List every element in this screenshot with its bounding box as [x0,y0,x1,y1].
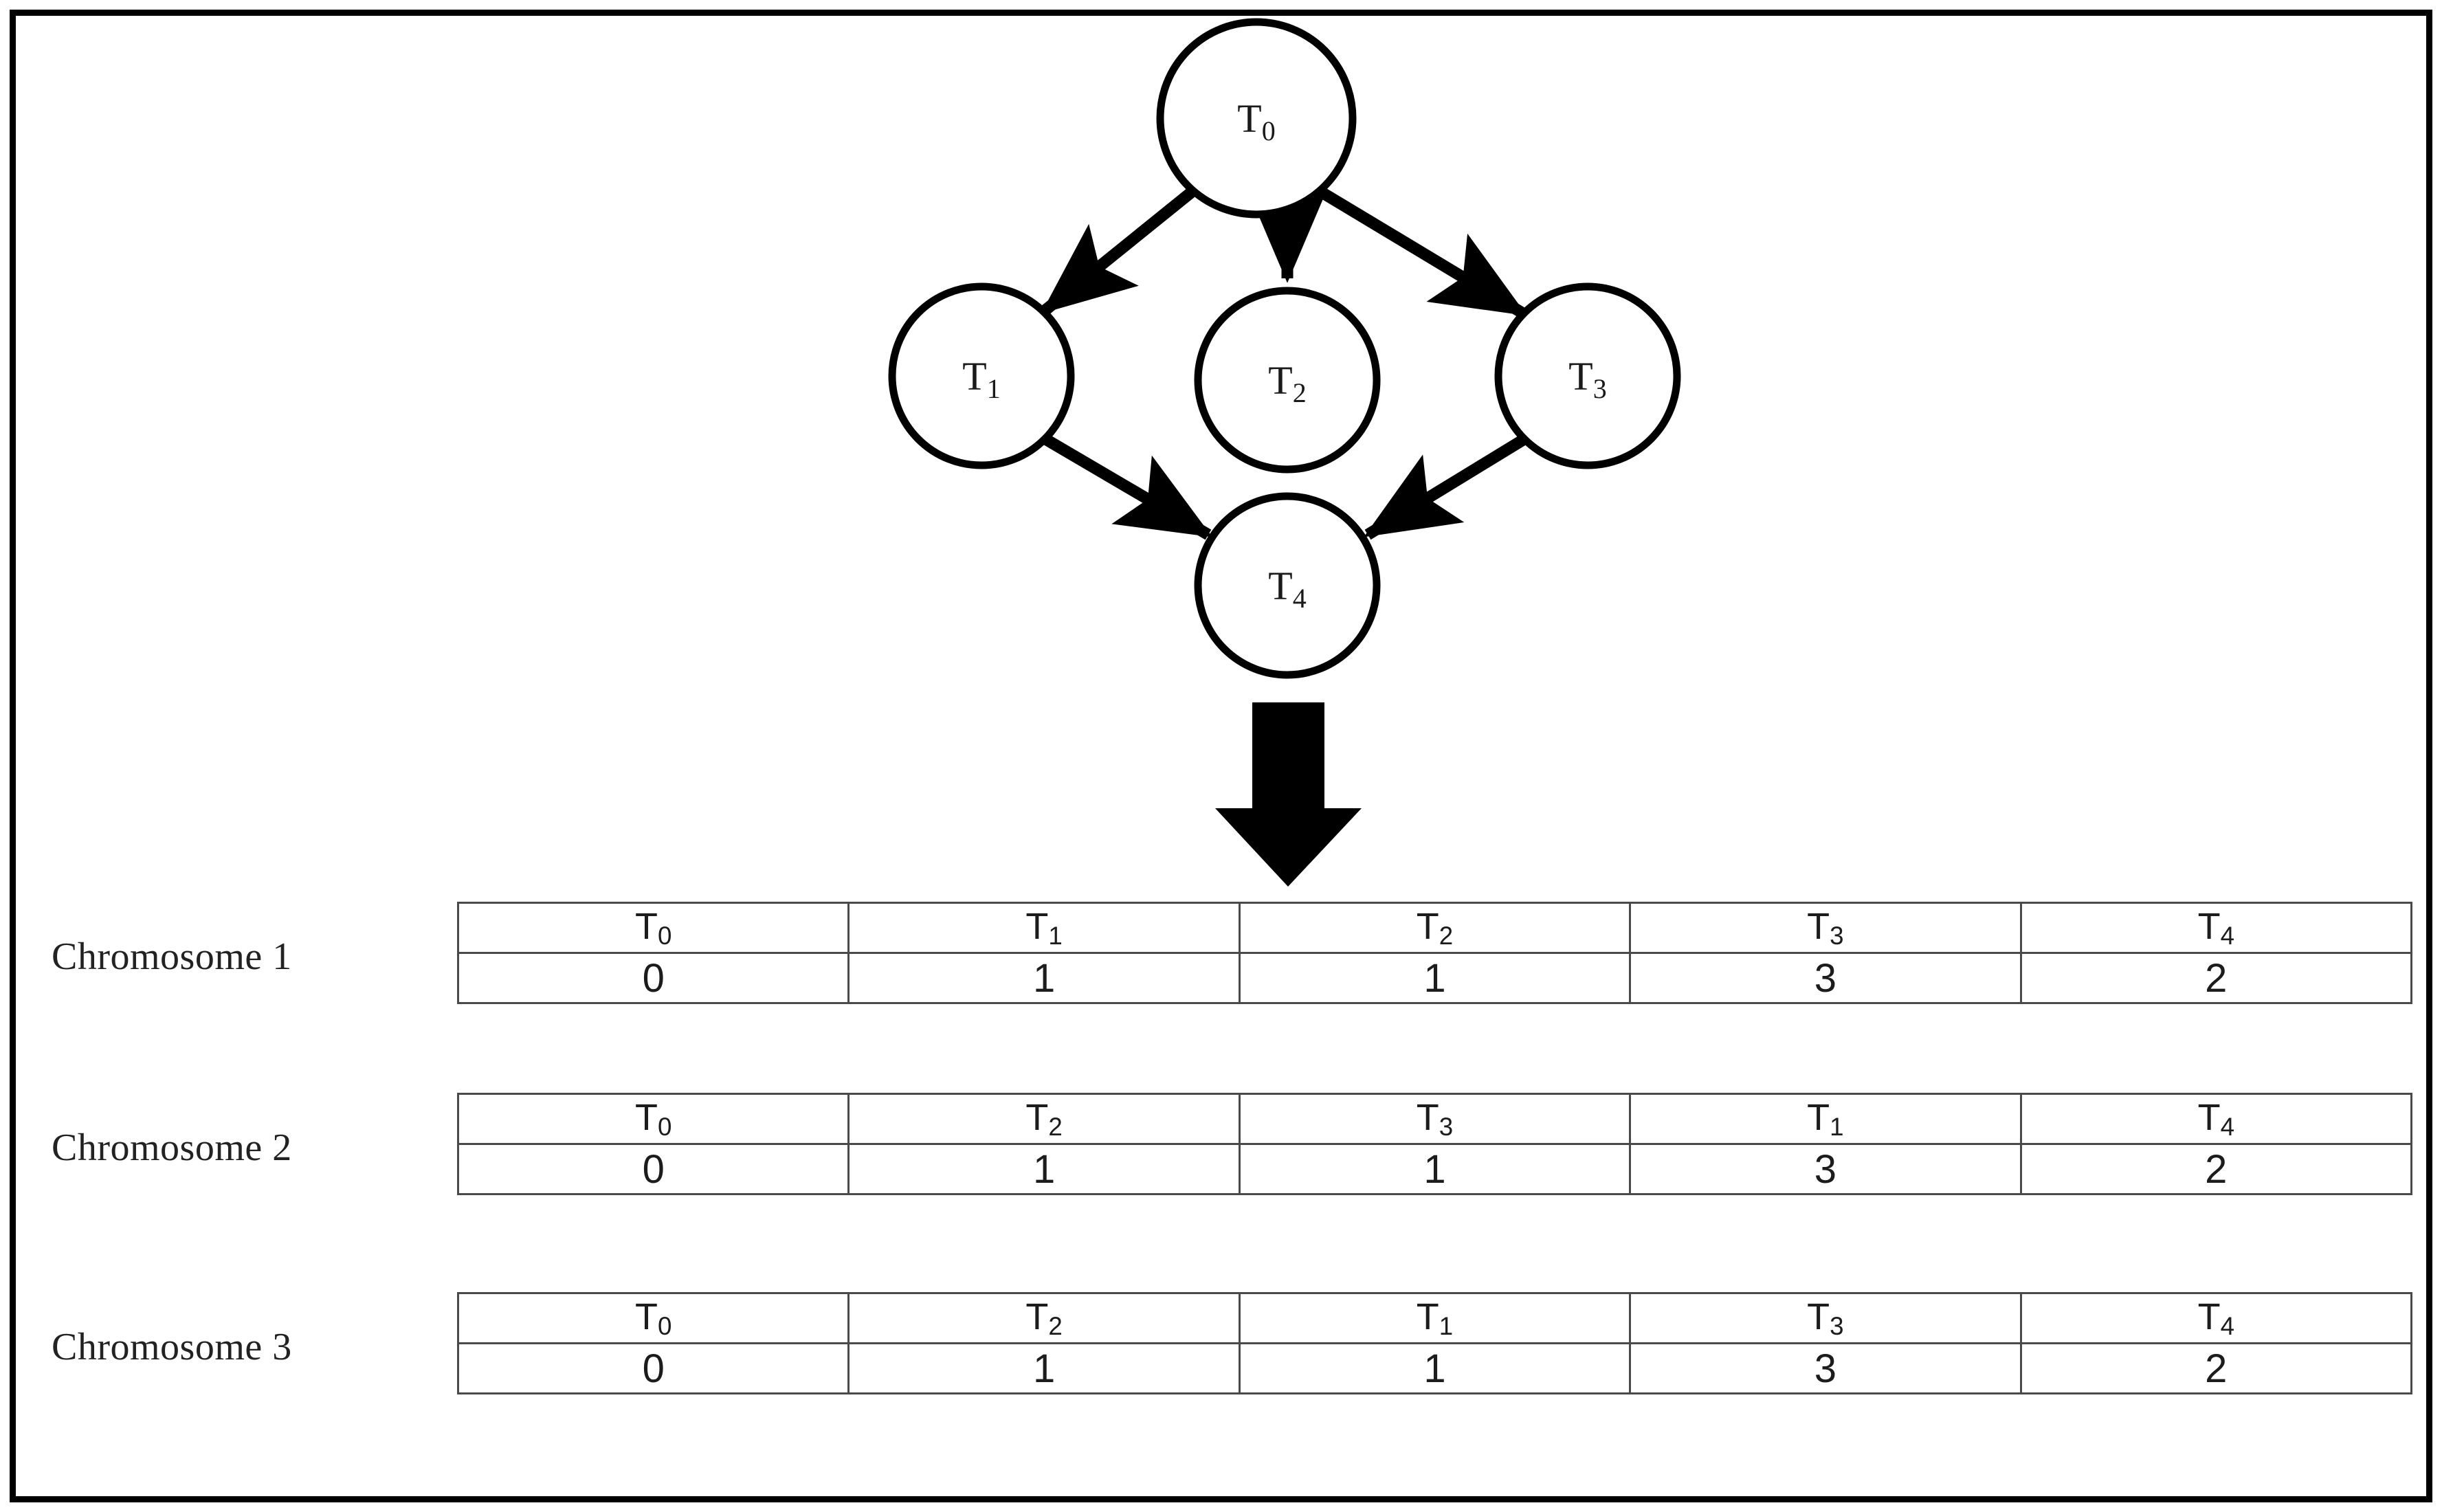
node-subscript: 0 [1262,115,1276,146]
gene-subscript: 0 [657,1113,672,1142]
transform-block-arrow-icon [1215,702,1362,887]
gene-cell[interactable]: T0 [456,902,850,954]
node-t2[interactable]: T2 [1194,287,1381,474]
value-cell[interactable]: 2 [2019,1342,2413,1394]
gene-subscript: 3 [1439,1113,1454,1142]
gene-subscript: 1 [1048,922,1063,950]
gene-cell[interactable]: T3 [1629,902,2022,954]
task-precedence-graph: T0 T1 T2 T3 T4 [888,18,1681,887]
gene-cell[interactable]: T2 [847,1292,1241,1344]
gene-subscript: 3 [1830,1312,1844,1341]
chromosome-label-1: Chromosome 1 [52,935,292,978]
chromosome-table-2: T0 T2 T3 T1 T4 0 1 1 3 2 [456,1093,2413,1195]
value-cell[interactable]: 3 [1629,1342,2022,1394]
gene-cell[interactable]: T2 [1238,902,1632,954]
gene-subscript: 0 [657,1312,672,1341]
value-cell[interactable]: 1 [1238,1143,1632,1195]
chromosome-table-3: T0 T2 T1 T3 T4 0 1 1 3 2 [456,1292,2413,1394]
gene-subscript: 2 [1048,1312,1063,1341]
gene-subscript: 2 [1048,1113,1063,1142]
gene-subscript: 1 [1830,1113,1844,1142]
node-t1-label: T1 [962,354,1000,404]
gene-cell[interactable]: T4 [2019,1093,2413,1145]
gene-cell[interactable]: T1 [1629,1093,2022,1145]
table-row-genes: T0 T1 T2 T3 T4 [456,902,2413,954]
node-subscript: 2 [1293,377,1307,408]
figure-outer-border [10,10,2432,1502]
edge-t0-t3 [1320,188,1527,319]
table-row-values: 0 1 1 3 2 [456,1143,2413,1195]
gene-subscript: 3 [1830,922,1844,950]
value-cell[interactable]: 2 [2019,1143,2413,1195]
node-t3[interactable]: T3 [1494,282,1681,469]
chromosome-label-2: Chromosome 2 [52,1126,292,1169]
value-cell[interactable]: 1 [1238,1342,1632,1394]
gene-subscript: 4 [2220,922,2234,950]
node-t0[interactable]: T0 [1156,18,1357,219]
value-cell[interactable]: 3 [1629,952,2022,1004]
graph-nodes: T0 T1 T2 T3 T4 [888,18,1681,679]
gene-subscript: 4 [2220,1312,2234,1341]
gene-subscript: 1 [1439,1312,1454,1341]
gene-subscript: 4 [2220,1113,2234,1142]
value-cell[interactable]: 1 [1238,952,1632,1004]
value-cell[interactable]: 0 [456,952,850,1004]
edge-t1-t4 [1043,434,1212,540]
node-subscript: 4 [1293,583,1307,614]
value-cell[interactable]: 1 [847,1143,1241,1195]
gene-subscript: 0 [657,922,672,950]
value-cell[interactable]: 3 [1629,1143,2022,1195]
gene-cell[interactable]: T0 [456,1093,850,1145]
table-row-values: 0 1 1 3 2 [456,1342,2413,1394]
gene-subscript: 2 [1439,922,1454,950]
value-cell[interactable]: 2 [2019,952,2413,1004]
gene-cell[interactable]: T4 [2019,1292,2413,1344]
node-t1[interactable]: T1 [888,282,1075,469]
edge-t3-t4 [1364,434,1527,540]
table-row-values: 0 1 1 3 2 [456,952,2413,1004]
value-cell[interactable]: 0 [456,1143,850,1195]
gene-cell[interactable]: T4 [2019,902,2413,954]
gene-cell[interactable]: T3 [1629,1292,2022,1344]
table-row-genes: T0 T2 T3 T1 T4 [456,1093,2413,1145]
chromosome-table-1: T0 T1 T2 T3 T4 0 1 1 3 2 [456,902,2413,1004]
table-row-genes: T0 T2 T1 T3 T4 [456,1292,2413,1344]
node-subscript: 3 [1593,373,1607,404]
node-t4[interactable]: T4 [1194,492,1381,679]
value-cell[interactable]: 0 [456,1342,850,1394]
gene-cell[interactable]: T3 [1238,1093,1632,1145]
gene-cell[interactable]: T1 [847,902,1241,954]
chromosome-label-3: Chromosome 3 [52,1326,292,1368]
node-subscript: 1 [987,373,1001,404]
gene-cell[interactable]: T1 [1238,1292,1632,1344]
gene-cell[interactable]: T2 [847,1093,1241,1145]
graph-edges [1041,188,1527,540]
edge-t0-t1 [1041,188,1195,315]
value-cell[interactable]: 1 [847,952,1241,1004]
gene-cell[interactable]: T0 [456,1292,850,1344]
value-cell[interactable]: 1 [847,1342,1241,1394]
